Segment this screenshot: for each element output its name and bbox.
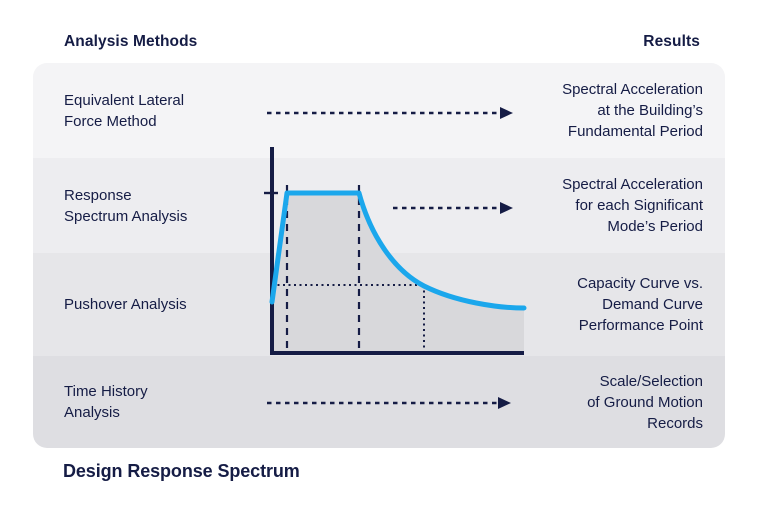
row-equivalent-lateral-force: Equivalent Lateral Force Method Spectral… bbox=[33, 63, 725, 158]
arrowhead-icon bbox=[500, 107, 513, 119]
flow-arrow-response-spectrum bbox=[393, 202, 513, 214]
results-header: Results bbox=[643, 33, 700, 50]
result-label-ground-motion-records: Scale/Selection of Ground Motion Records bbox=[587, 372, 703, 432]
result-label-spectral-acceleration-fundamental: Spectral Acceleration at the Building’s … bbox=[562, 81, 703, 140]
chart-title: Design Response Spectrum bbox=[63, 461, 300, 481]
result-label-spectral-acceleration-modes: Spectral Acceleration for each Significa… bbox=[562, 176, 703, 235]
method-label-response-spectrum: Response Spectrum Analysis bbox=[64, 186, 188, 225]
method-label-pushover: Pushover Analysis bbox=[64, 296, 187, 313]
arrowhead-icon bbox=[500, 202, 513, 214]
design-response-spectrum-chart bbox=[264, 147, 527, 355]
spectrum-curve bbox=[269, 190, 527, 311]
result-label-capacity-demand-curve: Capacity Curve vs. Demand Curve Performa… bbox=[577, 275, 703, 334]
arrowhead-icon bbox=[498, 397, 511, 409]
method-label-equivalent-lateral-force: Equivalent Lateral Force Method bbox=[64, 91, 185, 130]
method-label-time-history: Time History Analysis bbox=[64, 383, 148, 421]
analysis-methods-header: Analysis Methods bbox=[64, 33, 198, 50]
spectrum-fill-area bbox=[272, 193, 524, 351]
flow-arrow-equivalent-lateral-force bbox=[267, 107, 513, 119]
flow-arrow-time-history bbox=[267, 397, 511, 409]
